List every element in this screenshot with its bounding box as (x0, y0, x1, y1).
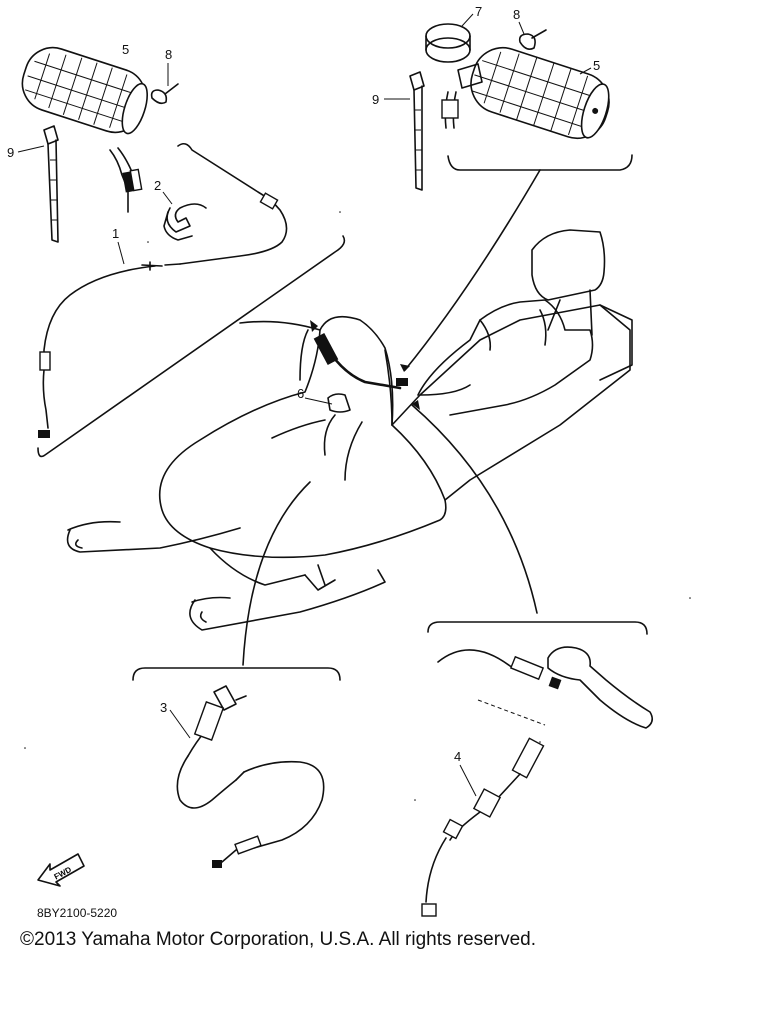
snowmobile-illustration (66, 229, 633, 631)
cable-3 (176, 685, 325, 868)
callout-5-right: 5 (593, 58, 600, 73)
callout-9-right: 9 (372, 92, 379, 107)
copyright-notice: ©2013 Yamaha Motor Corporation, U.S.A. A… (20, 929, 536, 950)
scan-specks (24, 211, 691, 801)
ring-7 (425, 23, 471, 63)
panel-borders (37, 154, 648, 681)
callout-9-left: 9 (7, 145, 14, 160)
callout-8-left: 8 (165, 47, 172, 62)
callout-2: 2 (154, 178, 161, 193)
callout-8-right: 8 (513, 7, 520, 22)
callout-5-left: 5 (122, 42, 129, 57)
callout-1: 1 (112, 226, 119, 241)
callout-6: 6 (297, 386, 304, 401)
left-bolt-8 (150, 83, 179, 105)
callout-labels: 5 8 9 2 1 7 8 5 9 6 3 4 (7, 4, 600, 797)
left-grip-assembly (21, 46, 148, 213)
clip-2 (163, 203, 207, 241)
throttle-cable-1 (38, 142, 288, 438)
fwd-arrow-icon: FWD (37, 853, 85, 887)
callout-3: 3 (160, 700, 167, 715)
cable-4 (421, 649, 562, 917)
part-code: 8BY2100-5220 (37, 906, 118, 920)
brake-lever (547, 646, 654, 729)
right-grip-assembly (441, 46, 610, 140)
right-bolt-8 (518, 29, 547, 50)
right-cable-tie-9 (409, 71, 425, 191)
callout-4: 4 (454, 749, 461, 764)
left-cable-tie-9 (43, 125, 59, 243)
callout-7: 7 (475, 4, 482, 19)
leader-lines (239, 169, 541, 666)
